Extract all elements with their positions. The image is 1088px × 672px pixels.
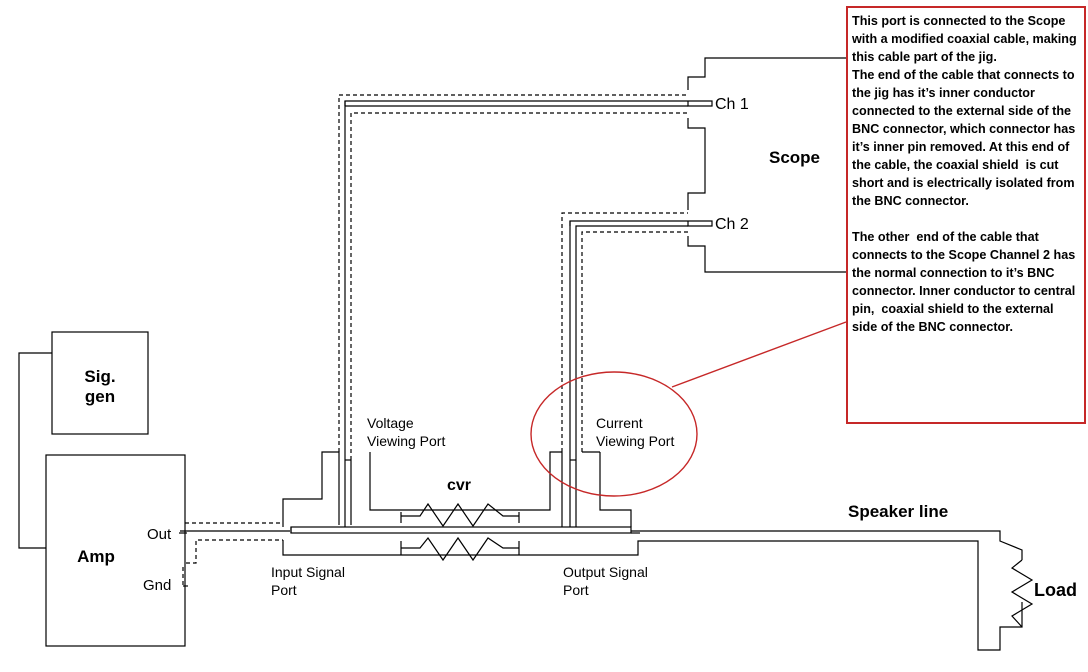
sig-gen-amp-wire <box>18 352 52 549</box>
output-port-label-1: Output Signal <box>563 564 648 580</box>
cvr-label: cvr <box>447 477 471 494</box>
scope-label: Scope <box>769 148 820 167</box>
current-port-label-1: Current <box>596 415 643 431</box>
callout-leader-line <box>671 321 847 388</box>
ch2-label: Ch 2 <box>715 216 749 233</box>
jig-upper-left <box>282 451 340 527</box>
input-port-label-1: Input Signal <box>271 564 345 580</box>
jig-center-strip <box>290 526 632 534</box>
load-label: Load <box>1034 580 1077 600</box>
speaker-line-label: Speaker line <box>848 502 948 521</box>
note-paragraph-2: The other end of the cable that connects… <box>852 230 1079 334</box>
ch1-label: Ch 1 <box>715 96 749 113</box>
current-port-label-2: Viewing Port <box>596 433 674 449</box>
current-port-callout-circle <box>530 371 698 497</box>
explanation-note: This port is connected to the Scope with… <box>846 6 1086 424</box>
out-label: Out <box>147 526 172 543</box>
gnd-label: Gnd <box>143 577 171 594</box>
sig-gen-box <box>51 331 149 435</box>
voltage-port-label-2: Viewing Port <box>367 433 445 449</box>
note-paragraph-1: This port is connected to the Scope with… <box>852 14 1077 208</box>
input-port-label-2: Port <box>271 582 297 598</box>
amp-box <box>45 454 186 647</box>
sig-gen-label-1: Sig. <box>84 367 115 386</box>
sig-gen-label-2: gen <box>85 387 115 406</box>
output-port-label-2: Port <box>563 582 589 598</box>
amp-label: Amp <box>77 547 115 566</box>
voltage-port-label-1: Voltage <box>367 415 414 431</box>
